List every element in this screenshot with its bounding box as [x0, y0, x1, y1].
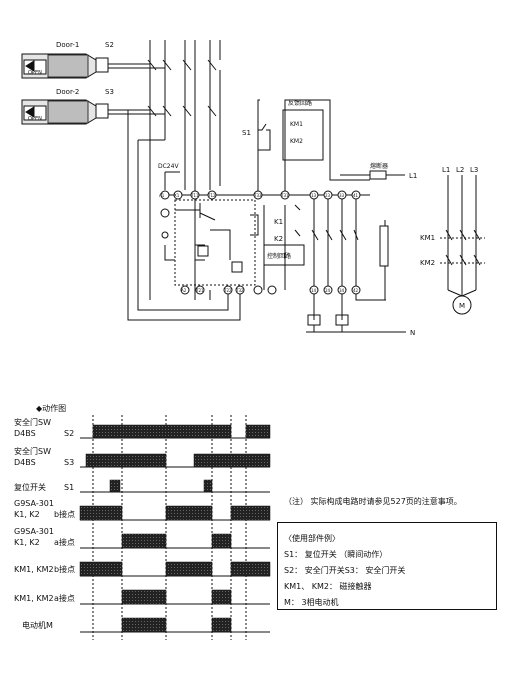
- terminal-14: 14: [311, 288, 317, 293]
- s1-label: S1: [242, 129, 251, 137]
- terminal-23: 23: [325, 193, 331, 198]
- row-s1-label1: 复位开关: [14, 483, 46, 492]
- row-s1-label3: S1: [64, 483, 75, 492]
- row-kma-label3: a接点: [54, 594, 75, 603]
- terminal-t12: T12: [207, 193, 216, 198]
- legend-item: S1： 复位开关 （瞬间动作）: [284, 550, 388, 559]
- circuit-diagram: Door-1 Door-2 S2 S3 OPEN OPEN S1 DC24V 反…: [21, 40, 485, 337]
- feedback-km2-label: KM2: [290, 138, 303, 145]
- terminal-t21: T21: [195, 288, 204, 293]
- terminal-13: 13: [311, 193, 317, 198]
- parts-legend: 〈使用部件例〉 S1： 复位开关 （瞬间动作） S2： 安全门开关S3： 安全门…: [277, 522, 497, 610]
- row-kmb-label1: KM1, KM2: [14, 565, 54, 574]
- note-text: （注） 实际构成电路时请参见527页的注意事项。: [284, 497, 462, 506]
- door2-open-text: OPEN: [28, 116, 42, 122]
- row-kb-label1: G9SA-301: [14, 499, 54, 508]
- k1-label: K1: [274, 218, 283, 226]
- kma-bar-2: [211, 589, 232, 605]
- l1-bus-label: L1: [409, 172, 417, 180]
- motor-km2-label: KM2: [420, 259, 435, 267]
- terminal-24: 24: [325, 288, 331, 293]
- dc24v-label: DC24V: [158, 163, 179, 170]
- row-kmb-label3: b接点: [54, 565, 76, 574]
- terminal-a1: A1: [159, 193, 165, 198]
- feedback-loop-label: 反馈回路: [288, 99, 312, 107]
- kmb-bar-3: [230, 561, 271, 577]
- n-label: N: [410, 329, 415, 337]
- s3-label: S3: [105, 88, 114, 96]
- row-kma-label1: KM1, KM2: [14, 594, 54, 603]
- row-s3-label3: S3: [64, 458, 75, 467]
- terminal-42: 42: [353, 288, 359, 293]
- door1-open-text: OPEN: [28, 70, 42, 76]
- terminal-t32: T32: [235, 288, 244, 293]
- s2-bar-2: [245, 424, 271, 439]
- s3-bar-2: [193, 453, 271, 468]
- terminal-34: 34: [339, 288, 345, 293]
- terminal-t31: T31: [280, 193, 289, 198]
- k2-label: K2: [274, 235, 283, 243]
- door2-label: Door-2: [56, 88, 79, 96]
- s2-label: S2: [105, 41, 114, 49]
- row-ka-label3: a接点: [54, 538, 75, 547]
- door-1: [21, 53, 109, 79]
- terminals: [160, 190, 389, 295]
- legend-item: M： 3相电动机: [284, 598, 339, 607]
- kb-bar-2: [165, 505, 213, 521]
- control-loop-label: 控制回路: [267, 252, 291, 260]
- arrow-left-icon: [25, 60, 35, 72]
- kma-bar-1: [121, 589, 167, 605]
- fuse-label: 熔断器: [370, 162, 388, 170]
- door-2: [21, 99, 109, 125]
- motor-m-label: M: [459, 302, 465, 310]
- feedback-km1-label: KM1: [290, 121, 303, 128]
- ka-bar-1: [121, 533, 167, 549]
- phase-l3-label: L3: [470, 166, 478, 174]
- row-ka-label2: K1, K2: [14, 538, 40, 547]
- terminal-a2: A2: [181, 288, 187, 293]
- kb-bar-3: [230, 505, 271, 521]
- row-s2-label2: D4BS: [14, 429, 36, 438]
- ka-bar-2: [211, 533, 232, 549]
- kmb-bar-1: [79, 561, 123, 577]
- row-s3-label2: D4BS: [14, 458, 36, 467]
- s3-bar-1: [85, 453, 167, 468]
- terminal-41: 41: [353, 193, 359, 198]
- row-ka-label1: G9SA-301: [14, 527, 54, 536]
- row-s3-label1: 安全门SW: [14, 447, 51, 456]
- terminal-t22: T22: [223, 288, 232, 293]
- timing-title: ◆动作图: [36, 404, 67, 413]
- s1-pulse-1: [109, 479, 121, 493]
- s2-bar-1: [92, 424, 232, 439]
- kmb-bar-2: [165, 561, 213, 577]
- door1-label: Door-1: [56, 41, 79, 49]
- motor-bar-2: [211, 617, 232, 633]
- row-motor-label1: 电动机M: [22, 621, 53, 630]
- phase-l2-label: L2: [456, 166, 464, 174]
- legend-item: KM1、 KM2： 磁接触器: [284, 582, 372, 591]
- row-kb-label3: b接点: [54, 510, 76, 519]
- row-kb-label2: K1, K2: [14, 510, 40, 519]
- row-s2-label1: 安全门SW: [14, 418, 51, 427]
- terminal-33: 33: [339, 193, 345, 198]
- motor-km1-label: KM1: [420, 234, 435, 242]
- terminal-x1: X1: [174, 193, 180, 198]
- kb-bar-1: [79, 505, 123, 521]
- row-s2-label3: S2: [64, 429, 75, 438]
- legend-title: 〈使用部件例〉: [284, 534, 340, 543]
- arrow-left-icon: [25, 106, 35, 118]
- s1-pulse-2: [203, 479, 213, 493]
- legend-item: S2： 安全门开关S3： 安全门开关: [284, 566, 406, 575]
- terminal-t11: T11: [190, 193, 199, 198]
- phase-l1-label: L1: [442, 166, 450, 174]
- motor-bar-1: [121, 617, 167, 633]
- terminal-t33: T33: [253, 193, 262, 198]
